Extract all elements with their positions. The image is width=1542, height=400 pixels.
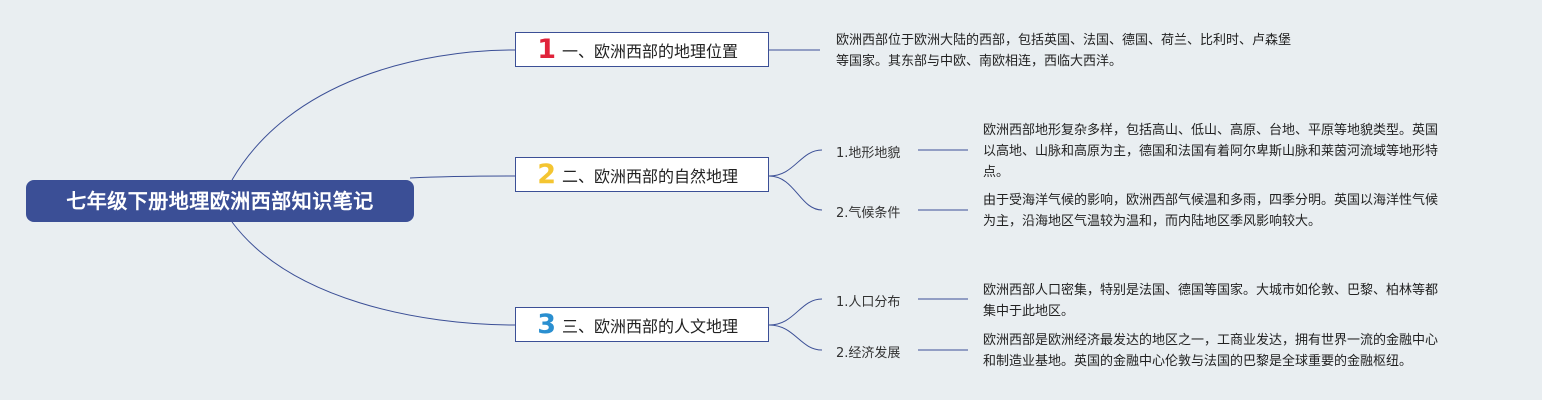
- subtopic-terrain[interactable]: 1.地形地貌: [836, 146, 901, 161]
- terrain-desc-line-3: 点。: [983, 165, 1010, 180]
- population-desc-line-2: 集中于此地区。: [983, 304, 1075, 319]
- subtopic-climate-description[interactable]: 由于受海洋气候的影响，欧洲西部气候温和多雨，四季分明。英国以海洋性气候 为主，沿…: [983, 190, 1503, 232]
- topic-1-description[interactable]: 欧洲西部位于欧洲大陆的西部，包括英国、法国、德国、荷兰、比利时、卢森堡 等国家。…: [836, 30, 1356, 72]
- climate-desc-line-1: 由于受海洋气候的影响，欧洲西部气候温和多雨，四季分明。英国以海洋性气候: [983, 193, 1439, 208]
- subtopic-population[interactable]: 1.人口分布: [836, 295, 901, 310]
- topic-2-to-sub-2-line: [768, 175, 823, 211]
- topic-3-to-sub-2-line: [768, 324, 823, 351]
- subtopic-population-description[interactable]: 欧洲西部人口密集，特别是法国、德国等国家。大城市如伦敦、巴黎、柏林等都 集中于此…: [983, 280, 1503, 322]
- topic-1[interactable]: 1 一、欧洲西部的地理位置: [515, 32, 769, 67]
- subtopic-climate[interactable]: 2.气候条件: [836, 206, 901, 221]
- topic-3-label: 三、欧洲西部的人文地理: [562, 316, 739, 336]
- number-3-icon: 3: [537, 309, 556, 340]
- subtopic-economy-description[interactable]: 欧洲西部是欧洲经济最发达的地区之一，工商业发达，拥有世界一流的金融中心 和制造业…: [983, 330, 1503, 372]
- subtopic-economy[interactable]: 2.经济发展: [836, 346, 901, 361]
- number-2-icon: 2: [537, 159, 556, 190]
- topic-1-desc-line-2: 等国家。其东部与中欧、南欧相连，西临大西洋。: [836, 54, 1123, 69]
- topic-2-to-sub-1-line: [768, 149, 823, 177]
- economy-desc-line-2: 和制造业基地。英国的金融中心伦敦与法国的巴黎是全球重要的金融枢纽。: [983, 354, 1413, 369]
- root-to-topic-2-line: [409, 175, 516, 179]
- root-to-topic-1-line: [231, 49, 516, 181]
- topic-3[interactable]: 3 三、欧洲西部的人文地理: [515, 307, 769, 342]
- topic-1-desc-line-1: 欧洲西部位于欧洲大陆的西部，包括英国、法国、德国、荷兰、比利时、卢森堡: [836, 33, 1292, 48]
- climate-desc-line-2: 为主，沿海地区气温较为温和，而内陆地区季风影响较大。: [983, 214, 1322, 229]
- topic-2[interactable]: 2 二、欧洲西部的自然地理: [515, 157, 769, 192]
- terrain-desc-line-2: 以高地、山脉和高原为主，德国和法国有着阿尔卑斯山脉和莱茵河流域等地形特: [983, 144, 1439, 159]
- root-to-topic-3-line: [231, 221, 516, 326]
- subtopic-terrain-description[interactable]: 欧洲西部地形复杂多样，包括高山、低山、高原、台地、平原等地貌类型。英国 以高地、…: [983, 120, 1503, 183]
- topic-1-label: 一、欧洲西部的地理位置: [562, 41, 739, 61]
- terrain-desc-line-1: 欧洲西部地形复杂多样，包括高山、低山、高原、台地、平原等地貌类型。英国: [983, 123, 1439, 138]
- population-desc-line-1: 欧洲西部人口密集，特别是法国、德国等国家。大城市如伦敦、巴黎、柏林等都: [983, 283, 1439, 298]
- economy-desc-line-1: 欧洲西部是欧洲经济最发达的地区之一，工商业发达，拥有世界一流的金融中心: [983, 333, 1439, 348]
- number-1-icon: 1: [537, 34, 556, 65]
- topic-2-label: 二、欧洲西部的自然地理: [562, 166, 739, 186]
- topic-3-to-sub-1-line: [768, 298, 823, 326]
- root-topic[interactable]: 七年级下册地理欧洲西部知识笔记: [26, 180, 414, 222]
